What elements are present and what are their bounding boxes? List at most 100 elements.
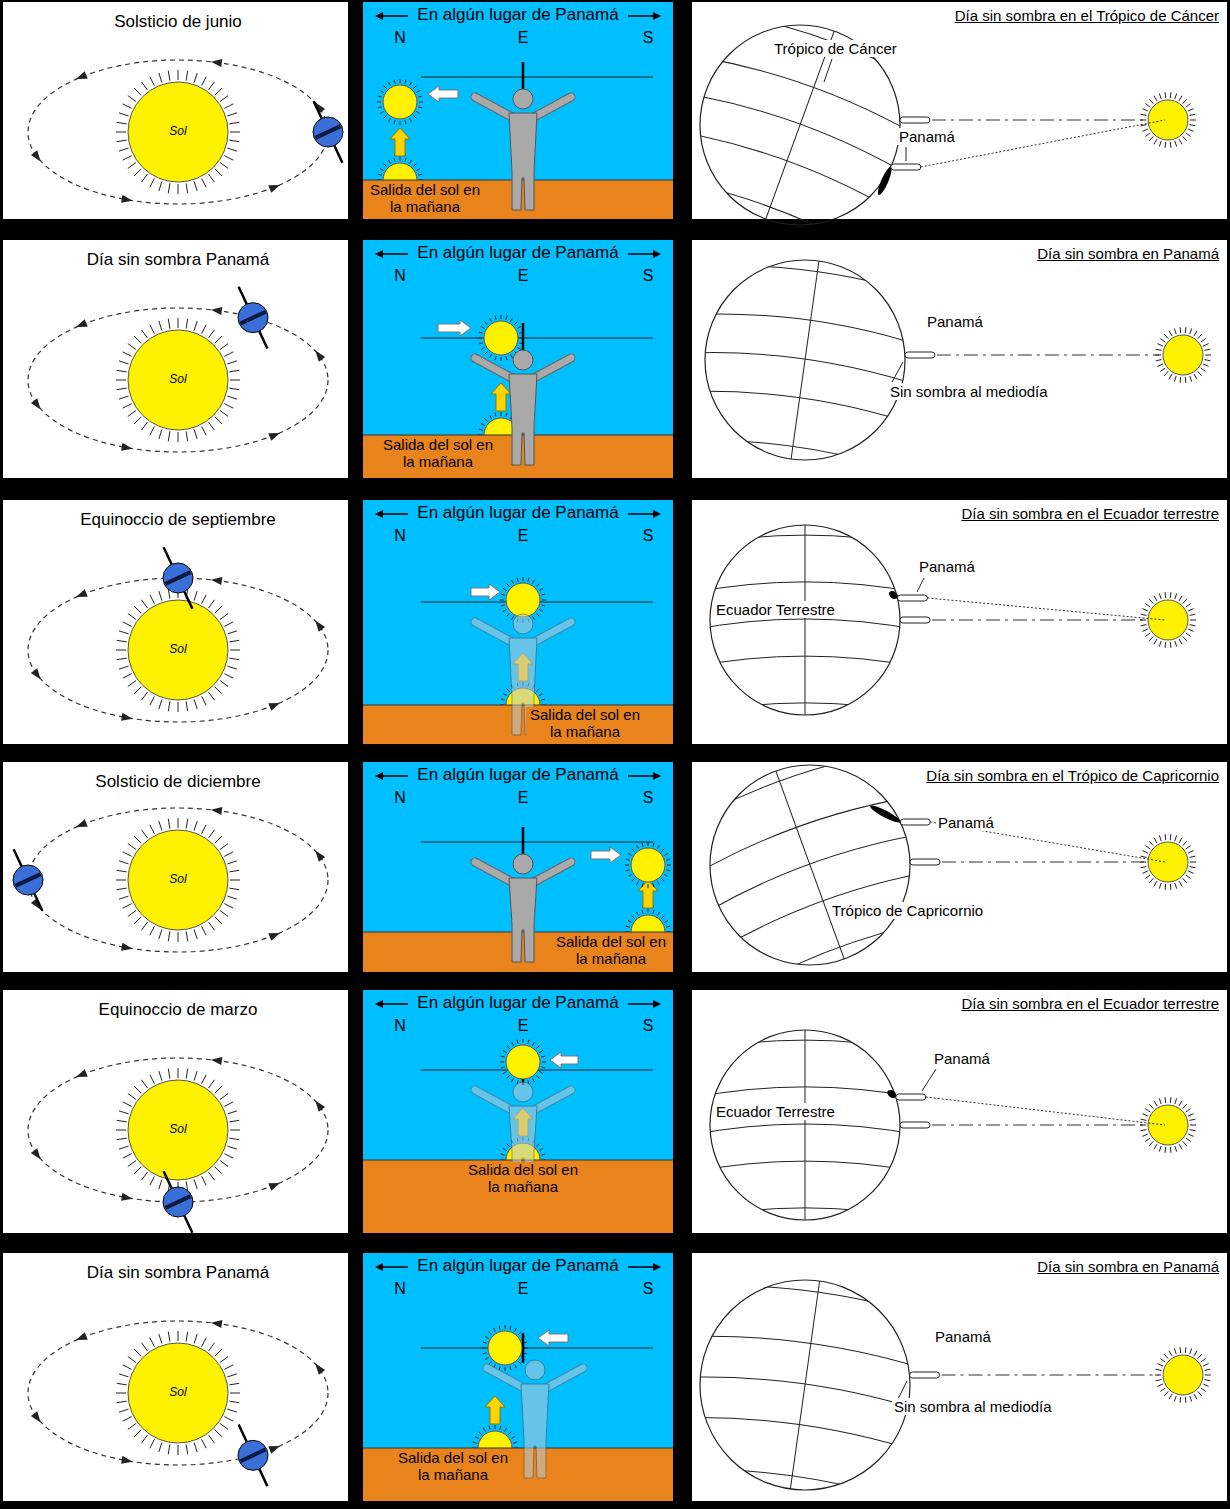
sun-ray (1183, 878, 1187, 882)
sun-ray (648, 842, 649, 846)
sun-ray (490, 318, 492, 321)
sun-ray (1190, 376, 1192, 382)
sun-ray (517, 578, 518, 582)
person-arm (534, 1090, 571, 1110)
sun-ray (536, 584, 539, 587)
panel-ground (3, 2, 348, 219)
direction-arrow (381, 1003, 408, 1005)
sun-ray (209, 600, 215, 608)
ground-band: Salida del sol en la mañana (363, 435, 673, 478)
globe (710, 525, 900, 715)
orbit-arrow (75, 819, 88, 831)
sun-ray (626, 926, 630, 927)
sun-ray (168, 1444, 170, 1454)
person-arm (475, 1090, 512, 1110)
sun-ray (637, 881, 639, 884)
rising-arrow (638, 880, 658, 908)
sun-ray (1205, 349, 1211, 350)
graticule (691, 1002, 919, 1249)
sun-ray (626, 859, 630, 860)
panel-ground (3, 990, 348, 1233)
sun-ray (1159, 883, 1161, 889)
sun-ray (128, 911, 136, 917)
sun-ray (1170, 92, 1172, 98)
sun-ray (215, 1167, 222, 1174)
sun-ray (1165, 592, 1167, 598)
sun-ray (168, 1332, 170, 1342)
sun-ray (1170, 884, 1172, 890)
sun-ray (1188, 609, 1193, 611)
direction-arrow (381, 15, 408, 17)
sun-ray (380, 91, 383, 93)
sun-ray (1201, 339, 1206, 343)
gnomon (905, 352, 935, 358)
sun-ray (1180, 1397, 1182, 1403)
sun-ray (394, 80, 395, 84)
sun-ray (119, 631, 129, 634)
sun-ray (512, 1078, 514, 1081)
sun-ray (1160, 1388, 1165, 1392)
person-arm (487, 1368, 524, 1388)
sun-ray (202, 696, 207, 705)
sun-ray (521, 1358, 524, 1360)
sun-ray (511, 1437, 514, 1439)
sky (363, 990, 673, 1233)
sun-ray (142, 692, 148, 700)
sun-ray (227, 148, 237, 151)
sun-circle: Sol (128, 82, 228, 182)
orbit (28, 808, 328, 952)
sun-ray (1157, 344, 1162, 346)
sun-rays (1140, 92, 1196, 148)
panel-title: Equinoccio de marzo (99, 1000, 258, 1020)
sun-ray (475, 1437, 478, 1439)
sun-ray (1141, 1119, 1147, 1120)
sun-ray (142, 922, 148, 930)
direction-arrow (628, 1003, 655, 1005)
orbit-panel (3, 2, 348, 219)
sun-ray (1169, 1351, 1172, 1356)
orbit-arrow (121, 443, 133, 453)
sun-ray (159, 1071, 162, 1081)
sun-ray (194, 1442, 197, 1452)
sun-ray (503, 610, 506, 612)
sun-ray (134, 417, 141, 424)
sky (363, 240, 673, 478)
orbit-panel: SolSolsticio de junio (3, 2, 348, 219)
sun-ray (220, 163, 228, 169)
panel-title: Solsticio de diciembre (95, 772, 260, 792)
person-head (513, 1082, 533, 1102)
sun-ray (209, 692, 215, 700)
sun-ray (507, 1144, 510, 1147)
globe-panel: Día sin sombra en el Ecuador terrestrePa… (692, 990, 1227, 1233)
sun-ray (229, 1138, 239, 1140)
sun-disc (128, 330, 228, 430)
orbit-arrow (312, 348, 325, 362)
sun-disc (631, 848, 665, 882)
sun-ray (227, 1146, 237, 1149)
location-title: En algún lugar de Panamá (417, 503, 618, 523)
sun-ray (539, 610, 542, 612)
sun-ray (227, 1374, 237, 1377)
sun-ray (418, 96, 422, 97)
sun-ray (1179, 838, 1182, 843)
sun-ray (1190, 867, 1196, 868)
sun-ray (1145, 875, 1150, 879)
sun-ray (1180, 1347, 1182, 1353)
sun-ray (150, 595, 155, 604)
sun-ray (134, 88, 141, 95)
rising-arrow (485, 1396, 505, 1424)
sun-ray (505, 1367, 506, 1371)
person-arm (546, 1368, 583, 1388)
orbit-panel (3, 500, 348, 744)
place-label: Panamá (933, 1328, 993, 1345)
sun-ray (178, 184, 179, 194)
graticule (653, 702, 967, 1028)
sun-ray (227, 361, 237, 364)
sun-ray (628, 921, 631, 923)
sun-ray (202, 1075, 207, 1084)
sun-ray (134, 1086, 141, 1093)
sun-ray (1141, 1130, 1147, 1131)
place-label: Ecuador Terrestre (714, 601, 837, 618)
ground-band: Salida del sol en la mañana (363, 705, 673, 744)
